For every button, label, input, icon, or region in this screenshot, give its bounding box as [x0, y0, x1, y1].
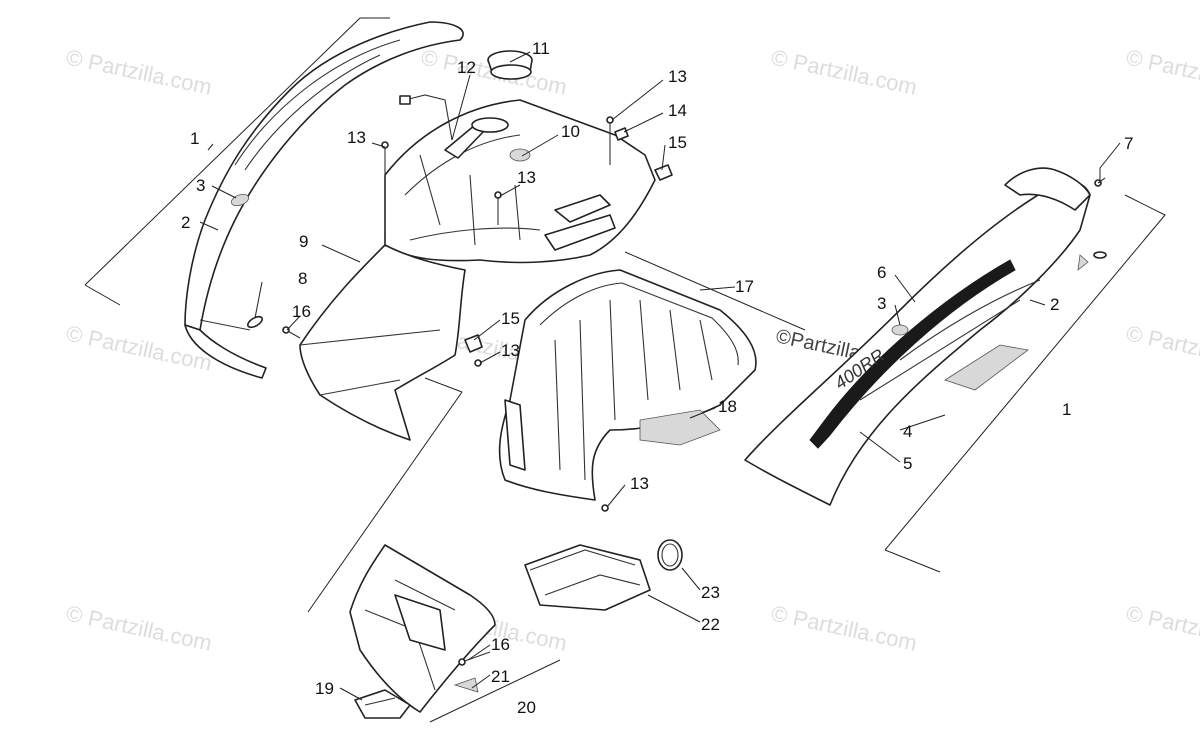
- callout-7: 7: [1124, 134, 1133, 153]
- right-side-panel: 400RR: [744, 167, 1166, 573]
- watermark-text: © Partzilla.com: [1124, 600, 1200, 655]
- callout-2-right: 2: [1050, 295, 1059, 314]
- callout-13-e: 13: [630, 474, 649, 493]
- callout-20: 20: [517, 698, 536, 717]
- callout-4: 4: [903, 422, 912, 441]
- callout-12: 12: [457, 58, 476, 77]
- callout-13-b: 13: [517, 168, 536, 187]
- callout-16-bottom: 16: [491, 635, 510, 654]
- callout-21: 21: [491, 667, 510, 686]
- callout-5: 5: [903, 454, 912, 473]
- callout-13-c: 13: [668, 67, 687, 86]
- watermark-text: © Partzilla.com: [769, 600, 919, 655]
- screws: [381, 116, 614, 512]
- callout-11: 11: [532, 39, 550, 58]
- left-side-panel: [84, 17, 464, 379]
- callout-19: 19: [315, 679, 334, 698]
- lower-front-panel: [307, 377, 561, 723]
- callout-10: 10: [561, 122, 580, 141]
- air-duct: [524, 539, 683, 611]
- wiring-harness: [399, 94, 453, 141]
- callout-1-left: 1: [190, 129, 199, 148]
- fastener-16: [282, 326, 301, 339]
- watermark-text: © Partzilla.com: [769, 44, 919, 99]
- front-hood: [299, 99, 656, 441]
- callout-2-left: 2: [181, 213, 190, 232]
- callout-3-left: 3: [196, 176, 205, 195]
- callout-18: 18: [718, 397, 737, 416]
- callout-1-right: 1: [1062, 400, 1071, 419]
- leader-lines: [199, 51, 1121, 701]
- callout-14: 14: [668, 101, 687, 120]
- callout-8: 8: [298, 269, 307, 288]
- watermark-text: © Partzilla.com: [64, 44, 214, 99]
- rubber-boot: [487, 50, 533, 80]
- callout-16-top: 16: [292, 302, 311, 321]
- callouts: 1 3 2 9 8 16 12 11 10 13 13 13 14 15 15 …: [181, 39, 1133, 717]
- callout-15-mid: 15: [501, 309, 520, 328]
- callout-22: 22: [701, 615, 720, 634]
- clips: [464, 127, 673, 353]
- watermark-text: © Partzilla.com: [1124, 44, 1200, 99]
- callout-13-d: 13: [501, 341, 520, 360]
- callout-3-right: 3: [877, 294, 886, 313]
- callout-17: 17: [735, 277, 754, 296]
- callout-13-a: 13: [347, 128, 366, 147]
- callout-6: 6: [877, 263, 886, 282]
- callout-23: 23: [701, 583, 720, 602]
- watermark-text: © Partzilla.com: [64, 600, 214, 655]
- callout-15-top: 15: [668, 133, 687, 152]
- storage-bin: [498, 251, 806, 501]
- callout-9: 9: [299, 232, 308, 251]
- watermark-text: © Partzilla.com: [1124, 320, 1200, 375]
